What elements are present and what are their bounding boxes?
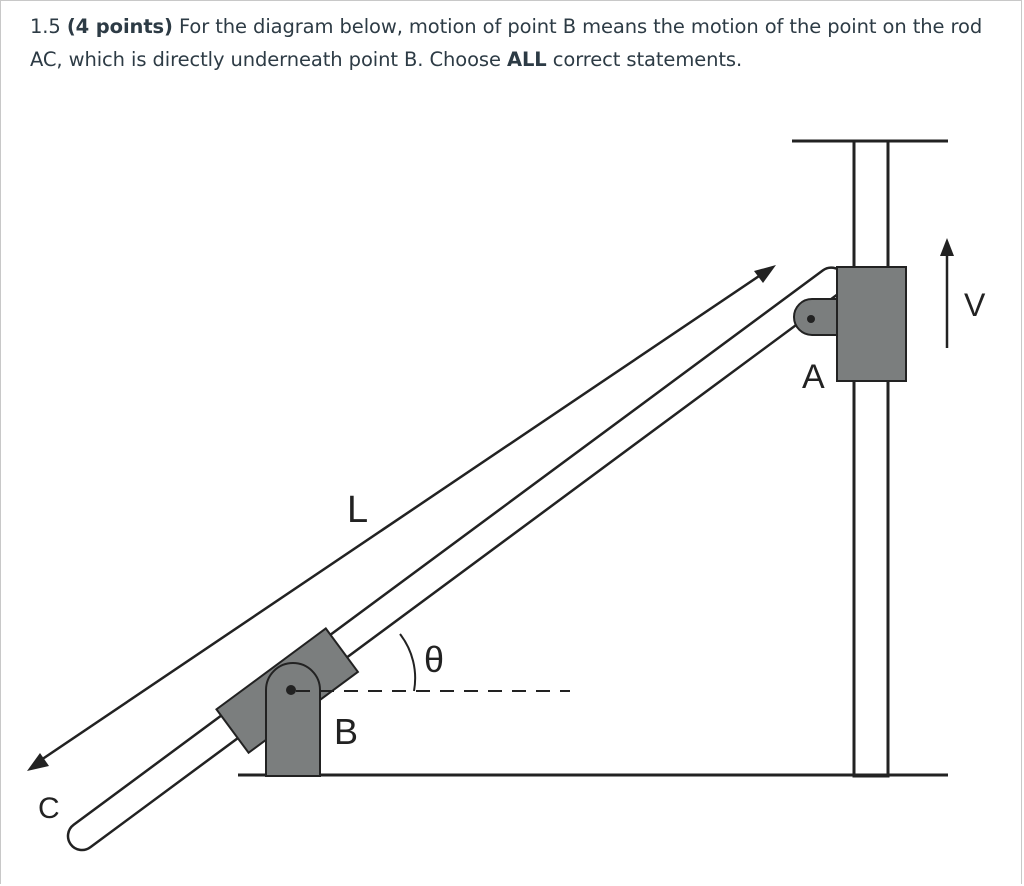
label-theta: θ [424,639,444,680]
question-number: 1.5 [30,15,61,38]
length-arrow-head-bottom [27,753,49,771]
label-l: L [347,489,368,531]
pin-b [286,685,296,695]
length-arrow-head-top [754,265,776,283]
support-b [265,662,321,777]
question-body-end: correct statements. [552,48,743,71]
rod-ac [66,266,847,852]
label-a: A [802,358,825,396]
velocity-arrow-head [940,238,954,256]
question-emphasis: ALL [506,48,547,71]
label-b: B [334,711,358,752]
pin-a-lug [793,298,839,336]
angle-arc [399,633,417,692]
question-body: For the diagram below, motion of point B… [30,15,983,71]
label-v: V [964,287,986,323]
vertical-guide-rod [852,139,890,778]
slider-a [836,266,907,382]
length-arrow [37,270,766,764]
pin-a [807,315,815,323]
question-text: 1.5 (4 points) For the diagram below, mo… [30,10,1005,76]
question-points: (4 points) [66,15,173,38]
label-c: C [38,792,60,825]
